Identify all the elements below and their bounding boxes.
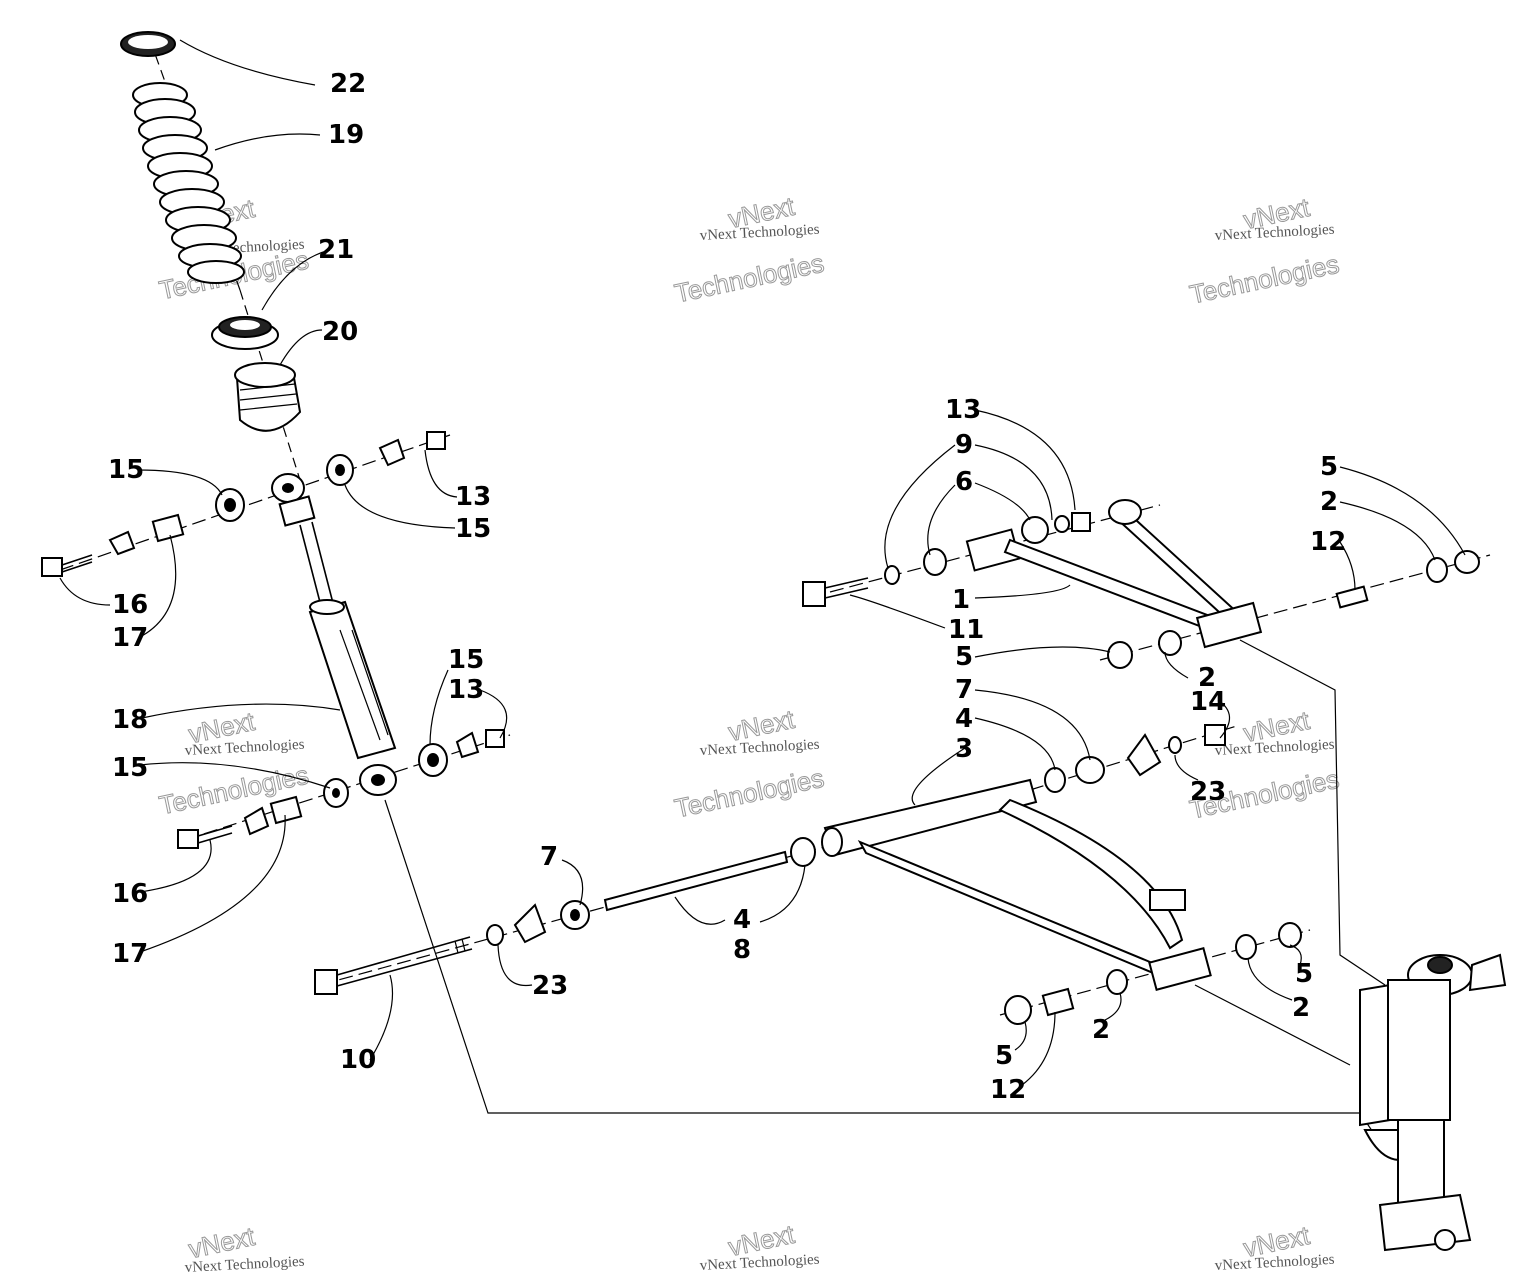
callout-23-b: 23	[1190, 777, 1226, 807]
callout-3: 3	[955, 734, 973, 764]
watermark-8: vNext vNext Technologies	[699, 1218, 820, 1274]
watermark-2: vNext vNext Technologies Technologies	[671, 190, 827, 309]
svg-text:vNext Technologies: vNext Technologies	[699, 1252, 820, 1274]
svg-text:vNext Technologies: vNext Technologies	[184, 1254, 305, 1276]
callout-15-a: 15	[108, 455, 144, 485]
callout-6: 6	[955, 467, 973, 497]
front-pivot-hardware	[486, 837, 816, 946]
upper-a-arm	[965, 499, 1263, 649]
svg-text:vNext Technologies: vNext Technologies	[184, 737, 305, 759]
callout-23-a: 23	[532, 971, 568, 1001]
spindle	[1359, 953, 1507, 1252]
callout-15-b: 15	[455, 514, 491, 544]
watermark-7: vNext vNext Technologies	[184, 1220, 305, 1276]
coil-spring	[132, 82, 245, 284]
callout-2-b: 2	[1320, 487, 1338, 517]
callout-13-b: 13	[448, 675, 484, 705]
callout-13-a: 13	[455, 482, 491, 512]
lower-shock-hardware	[177, 729, 505, 849]
callout-16-a: 16	[112, 590, 148, 620]
watermark-9: vNext vNext Technologies	[1214, 1219, 1335, 1274]
callout-9: 9	[955, 430, 973, 460]
callout-17-b: 17	[112, 939, 148, 969]
shock-absorber	[271, 473, 397, 796]
svg-text:vNext Technologies: vNext Technologies	[699, 222, 820, 244]
svg-text:Technologies: Technologies	[672, 248, 827, 309]
callout-21: 21	[318, 235, 354, 265]
callout-4-b: 4	[955, 704, 973, 734]
lower-a-arm-front-hardware	[1044, 724, 1226, 793]
callout-7-a: 7	[540, 842, 558, 872]
callout-18: 18	[112, 705, 148, 735]
svg-text:Technologies: Technologies	[672, 763, 827, 824]
callout-5-d: 5	[995, 1041, 1013, 1071]
callout-22: 22	[330, 69, 366, 99]
callout-1: 1	[952, 585, 970, 615]
upper-a-arm-hardware	[802, 512, 1480, 669]
callout-5-c: 5	[1295, 959, 1313, 989]
callout-5-a: 5	[955, 642, 973, 672]
callout-17-a: 17	[112, 623, 148, 653]
callout-4-a: 4	[733, 905, 751, 935]
spring-seat	[234, 362, 302, 432]
callout-numbers: 22 19 21 20 15 13 15 16 17 18 15 13 15 1…	[108, 69, 1346, 1105]
callout-10: 10	[340, 1045, 376, 1075]
leader-lines	[59, 39, 1466, 1086]
watermark-5: vNext vNext Technologies Technologies	[671, 703, 827, 824]
callout-15-d: 15	[112, 753, 148, 783]
svg-text:vNext Technologies: vNext Technologies	[1214, 737, 1335, 759]
callout-2-c: 2	[1292, 993, 1310, 1023]
lower-a-arm	[821, 778, 1212, 991]
svg-text:vNext Technologies: vNext Technologies	[1214, 1252, 1335, 1274]
callout-5-b: 5	[1320, 452, 1338, 482]
svg-text:vNext Technologies: vNext Technologies	[1214, 222, 1335, 244]
callout-2-a: 2	[1198, 663, 1216, 693]
svg-text:Technologies: Technologies	[1187, 249, 1342, 310]
callout-15-c: 15	[448, 645, 484, 675]
spring-cap	[120, 31, 176, 57]
lower-a-arm-rear-hardware	[1004, 922, 1302, 1025]
callout-16-b: 16	[112, 879, 148, 909]
callout-12-b: 12	[990, 1075, 1026, 1105]
callout-20: 20	[322, 317, 358, 347]
callout-11: 11	[948, 615, 984, 645]
long-bolt	[314, 936, 473, 995]
callout-12-a: 12	[1310, 527, 1346, 557]
callout-13-c: 13	[945, 395, 981, 425]
callout-19: 19	[328, 120, 364, 150]
spring-adjuster-collar	[211, 316, 279, 350]
watermark-3: vNext vNext Technologies Technologies	[1186, 191, 1342, 310]
callout-14: 14	[1190, 687, 1226, 717]
callout-7-b: 7	[955, 675, 973, 705]
callout-2-d: 2	[1092, 1015, 1110, 1045]
upper-shock-hardware	[41, 431, 446, 577]
callout-8: 8	[733, 935, 751, 965]
svg-text:vNext Technologies: vNext Technologies	[699, 737, 820, 759]
